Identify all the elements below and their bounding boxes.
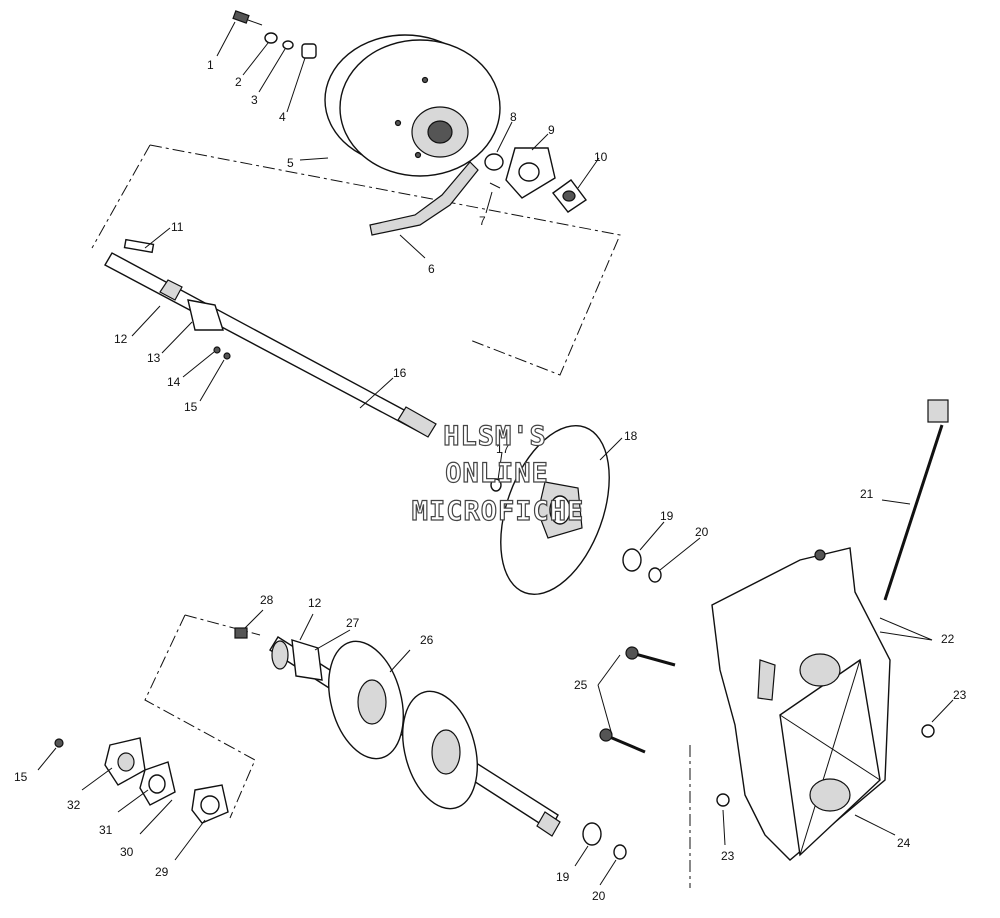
callout-12: 12: [114, 332, 128, 346]
callout-21: 21: [860, 487, 874, 501]
leader-lines: [37, 21, 954, 886]
callout-27: 27: [346, 616, 360, 630]
callout-23: 23: [953, 688, 967, 702]
callout-6: 6: [428, 262, 435, 276]
callout-24: 24: [897, 836, 911, 850]
callout-18: 18: [624, 429, 638, 443]
callout-30: 30: [120, 845, 134, 859]
callout-19-lower: 19: [556, 870, 570, 884]
watermark: HLSM'S ONLINE MICROFICHE: [411, 420, 585, 527]
callout-4: 4: [279, 110, 286, 124]
watermark-line-2: ONLINE: [445, 458, 549, 489]
callout-26: 26: [420, 633, 434, 647]
callout-14: 14: [167, 375, 181, 389]
callout-20: 20: [695, 525, 709, 539]
chaincase-housing: [599, 399, 949, 861]
watermark-line-1: HLSM'S: [443, 421, 547, 452]
callout-7: 7: [479, 214, 486, 228]
callout-1: 1: [207, 58, 214, 72]
watermark-line-3: MICROFICHE: [412, 496, 585, 527]
callout-9: 9: [548, 123, 555, 137]
callout-10: 10: [594, 150, 608, 164]
callout-labels: 1 2 3 4 5 6 7 8 9 10 11 12 13 14 15 16 1…: [14, 58, 967, 903]
callout-19: 19: [660, 509, 674, 523]
drive-shaft: [104, 238, 437, 438]
callout-8: 8: [510, 110, 517, 124]
callout-11: 11: [171, 220, 184, 234]
callout-2: 2: [235, 75, 242, 89]
drive-sprocket-assembly: [232, 10, 588, 236]
callout-5: 5: [287, 156, 294, 170]
callout-23-lower: 23: [721, 849, 735, 863]
callout-15: 15: [184, 400, 198, 414]
callout-20-lower: 20: [592, 889, 606, 903]
brake-disc: [490, 424, 662, 596]
callout-29: 29: [155, 865, 169, 879]
callout-3: 3: [251, 93, 258, 107]
callout-12-lower: 12: [308, 596, 322, 610]
callout-22: 22: [941, 632, 955, 646]
callout-25: 25: [574, 678, 588, 692]
track-driver-shaft: [54, 627, 627, 860]
callout-17: 17: [496, 442, 510, 456]
callout-28: 28: [260, 593, 274, 607]
callout-13: 13: [147, 351, 161, 365]
callout-15-lower: 15: [14, 770, 28, 784]
callout-31: 31: [99, 823, 113, 837]
callout-16: 16: [393, 366, 407, 380]
callout-32: 32: [67, 798, 81, 812]
